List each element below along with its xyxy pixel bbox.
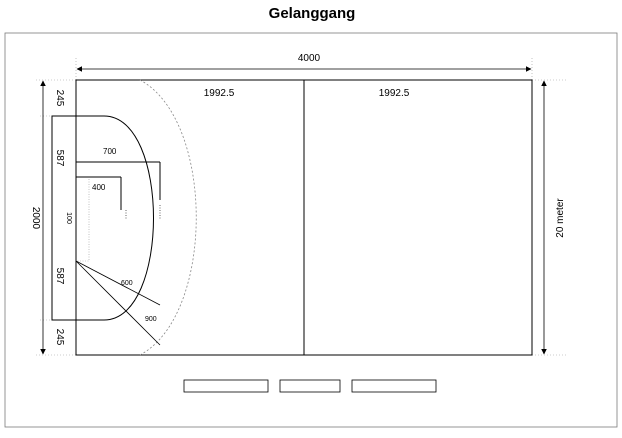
half-length-left-label: 1992.5 [204, 88, 235, 99]
lower-segment-label: 587 [54, 268, 65, 285]
legend-box-3 [351, 379, 437, 393]
corner-bottom-label: 245 [54, 329, 65, 346]
inner-markings [76, 161, 161, 210]
outer-dashed-arc [139, 79, 197, 356]
legend-box-2 [279, 379, 341, 393]
half-length-right-label: 1992.5 [379, 88, 410, 99]
shooting-arc [76, 115, 154, 321]
upper-segment-label: 587 [54, 150, 65, 167]
side-width-label: 2000 [30, 207, 41, 230]
goal-post [51, 115, 77, 321]
radius-line-600 [75, 260, 161, 306]
corner-top-label: 245 [54, 90, 65, 107]
radius-600-label: 600 [121, 280, 133, 287]
goal-area [75, 176, 90, 262]
width-label: 20 meter [555, 198, 566, 238]
outer-frame [4, 32, 618, 428]
radius-900-label: 900 [145, 316, 157, 323]
legend-box-1 [183, 379, 269, 393]
radius-line-900 [75, 260, 161, 346]
diagram-title: Gelanggang [269, 5, 356, 22]
ticks [125, 205, 161, 220]
extension-lines [36, 58, 568, 356]
overall-length-label: 4000 [298, 53, 321, 64]
arc-radius-label: 700 [103, 147, 117, 156]
goal-width-label: 100 [65, 212, 72, 224]
goal-depth-label: 400 [92, 183, 106, 192]
